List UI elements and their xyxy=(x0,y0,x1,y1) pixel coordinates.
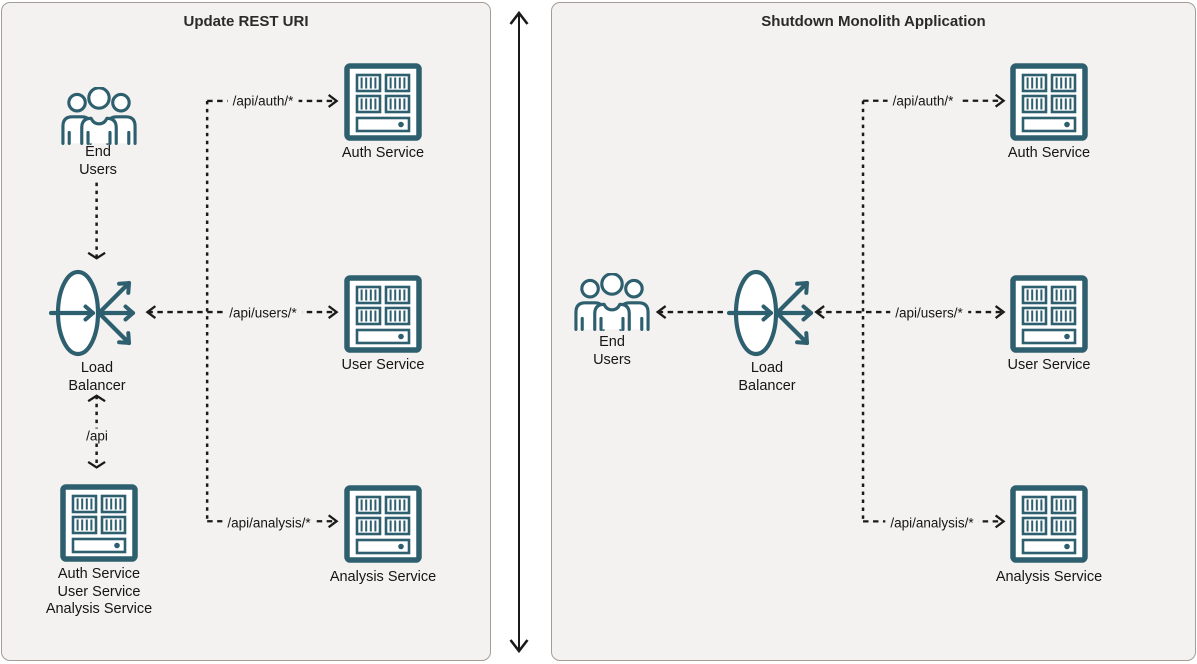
analysis-service-icon xyxy=(344,485,422,563)
route-analysis-label: /api/analysis/* xyxy=(222,515,316,531)
vertical-double-arrow xyxy=(509,10,529,654)
panel-title: Shutdown Monolith Application xyxy=(761,13,986,30)
analysis-service-label: Analysis Service xyxy=(995,569,1103,585)
analysis-service-icon xyxy=(1010,485,1088,563)
route-users-label: /api/users/* xyxy=(224,305,302,321)
route-users-label: /api/users/* xyxy=(890,305,968,321)
end-users-icon xyxy=(59,87,139,145)
load-balancer-icon xyxy=(727,265,819,361)
panel-update-rest-uri: Update REST URI End Users Load Balancer … xyxy=(1,2,491,661)
load-balancer-label: Load Balancer xyxy=(68,360,126,394)
route-auth-label: /api/auth/* xyxy=(887,93,959,109)
load-balancer-icon xyxy=(49,265,141,361)
user-service-label: User Service xyxy=(1007,357,1091,373)
auth-service-icon xyxy=(344,63,422,141)
end-users-label: End Users xyxy=(79,144,117,178)
end-users-label: End Users xyxy=(593,334,631,368)
route-analysis-label: /api/analysis/* xyxy=(885,515,979,531)
load-balancer-label: Load Balancer xyxy=(738,360,796,394)
user-service-icon xyxy=(1010,275,1088,353)
end-users-icon xyxy=(572,273,652,331)
auth-service-icon xyxy=(1010,63,1088,141)
user-service-icon xyxy=(344,275,422,353)
analysis-service-label: Analysis Service xyxy=(329,569,437,585)
panel-shutdown-monolith: Shutdown Monolith Application End Users … xyxy=(551,2,1196,661)
monolith-label: Auth Service User Service Analysis Servi… xyxy=(45,566,153,617)
panel-title: Update REST URI xyxy=(183,13,309,30)
monolith-server-icon xyxy=(60,484,138,562)
user-service-label: User Service xyxy=(341,357,425,373)
route-api-label: /api xyxy=(81,428,113,444)
auth-service-label: Auth Service xyxy=(341,145,425,161)
auth-service-label: Auth Service xyxy=(1007,145,1091,161)
route-auth-label: /api/auth/* xyxy=(227,93,299,109)
connector-lines xyxy=(655,93,1006,529)
